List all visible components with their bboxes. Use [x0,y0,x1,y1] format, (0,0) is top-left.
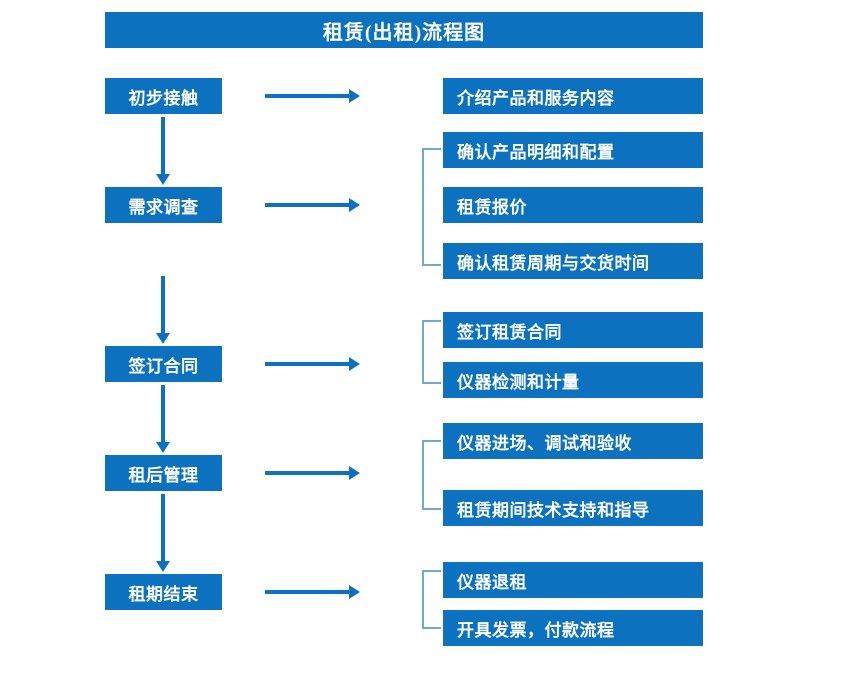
arrow-shaft [161,117,165,174]
horizontal-arrow-xuqiu-diaocha [265,198,360,212]
arrow-head [349,89,360,103]
detail-box-kaiju-fapiao[interactable]: 开具发票，付款流程 [443,610,703,646]
arrow-head [349,466,360,480]
detail-box-queren-chanpin-mingxi[interactable]: 确认产品明细和配置 [443,132,703,168]
arrow-head [156,174,170,185]
detail-box-yiqi-jiance-jiliang[interactable]: 仪器检测和计量 [443,362,703,398]
arrow-shaft [265,203,349,207]
bracket-xuqiu-diaocha-group [422,148,441,266]
arrow-head [349,357,360,371]
stage-box-zuqi-jieshu[interactable]: 租期结束 [105,574,222,610]
horizontal-arrow-zuhou-guanli [265,466,360,480]
bracket-zuqi-jieshu-group [422,570,441,629]
page-title: 租赁(出租)流程图 [105,12,703,48]
detail-box-queren-zulin-zhouqi[interactable]: 确认租赁周期与交货时间 [443,243,703,279]
stage-box-qianding-hetong[interactable]: 签订合同 [105,346,222,382]
arrow-head [349,585,360,599]
stage-box-chubu-jiechu[interactable]: 初步接触 [105,78,222,114]
horizontal-arrow-chubu-jiechu [265,89,360,103]
detail-box-zulin-qijian-jishu-zhichi[interactable]: 租赁期间技术支持和指导 [443,490,703,526]
arrow-head [156,561,170,572]
detail-box-qianding-zulin-hetong[interactable]: 签订租赁合同 [443,312,703,348]
arrow-head [349,198,360,212]
stage-box-xuqiu-diaocha[interactable]: 需求调查 [105,187,222,223]
bracket-zuhou-guanli-group [422,440,441,510]
detail-box-jieshao-chanpin[interactable]: 介绍产品和服务内容 [443,78,703,114]
arrow-shaft [265,471,349,475]
detail-box-yiqi-tuizu[interactable]: 仪器退租 [443,562,703,598]
arrow-shaft [161,385,165,442]
vertical-arrow-xuqiu-to-qianding [156,276,170,344]
arrow-shaft [265,362,349,366]
detail-box-yiqi-jinchang-tiaoshi[interactable]: 仪器进场、调试和验收 [443,423,703,459]
arrow-shaft [265,94,349,98]
detail-box-zulin-baojia[interactable]: 租赁报价 [443,187,703,223]
arrow-shaft [161,276,165,333]
arrow-shaft [161,494,165,561]
horizontal-arrow-qianding-hetong [265,357,360,371]
arrow-shaft [265,590,349,594]
bracket-qianding-hetong-group [422,320,441,384]
stage-box-zuhou-guanli[interactable]: 租后管理 [105,455,222,491]
arrow-head [156,442,170,453]
vertical-arrow-zuhou-to-zuqi [156,494,170,572]
vertical-arrow-chubu-to-xuqiu [156,117,170,185]
vertical-arrow-qianding-to-zuhou [156,385,170,453]
arrow-head [156,333,170,344]
horizontal-arrow-zuqi-jieshu [265,585,360,599]
